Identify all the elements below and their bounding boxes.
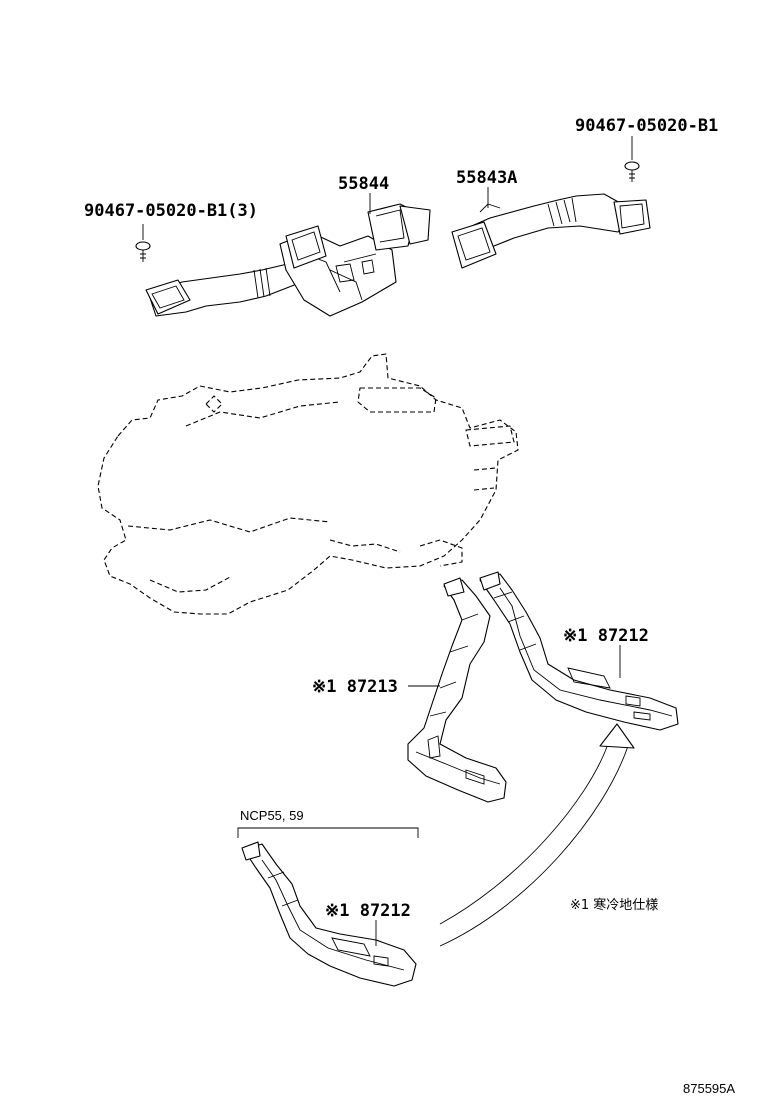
clip-left-label: 90467-05020-B1(3): [84, 201, 258, 221]
duct-87212-lower-label: ※1 87212: [325, 901, 411, 921]
clip-right-part[interactable]: [624, 161, 640, 182]
duct-87212-upper-part[interactable]: [479, 571, 679, 731]
duct-87212-lower-part[interactable]: [241, 841, 417, 987]
duct-55844-part[interactable]: [145, 203, 431, 317]
heater-unit-outline: [97, 353, 519, 615]
duct-87213-part[interactable]: [407, 577, 507, 803]
variant-group-bracket: [237, 827, 419, 838]
duct-55843a-part[interactable]: [451, 193, 651, 269]
duct-87212-upper-label: ※1 87212: [563, 626, 649, 646]
clip-left-part[interactable]: [135, 241, 151, 262]
duct-87213-label: ※1 87213: [312, 677, 398, 697]
variant-group-label: NCP55, 59: [240, 808, 304, 823]
clip-right-label: 90467-05020-B1: [575, 116, 718, 136]
duct-55843a-label: 55843A: [456, 168, 517, 188]
duct-55844-label: 55844: [338, 174, 389, 194]
illustration-reference: 875595A: [683, 1081, 735, 1096]
footnote-cold-region: ※1 寒冷地仕様: [570, 897, 658, 913]
substitution-arrow: [439, 723, 635, 947]
